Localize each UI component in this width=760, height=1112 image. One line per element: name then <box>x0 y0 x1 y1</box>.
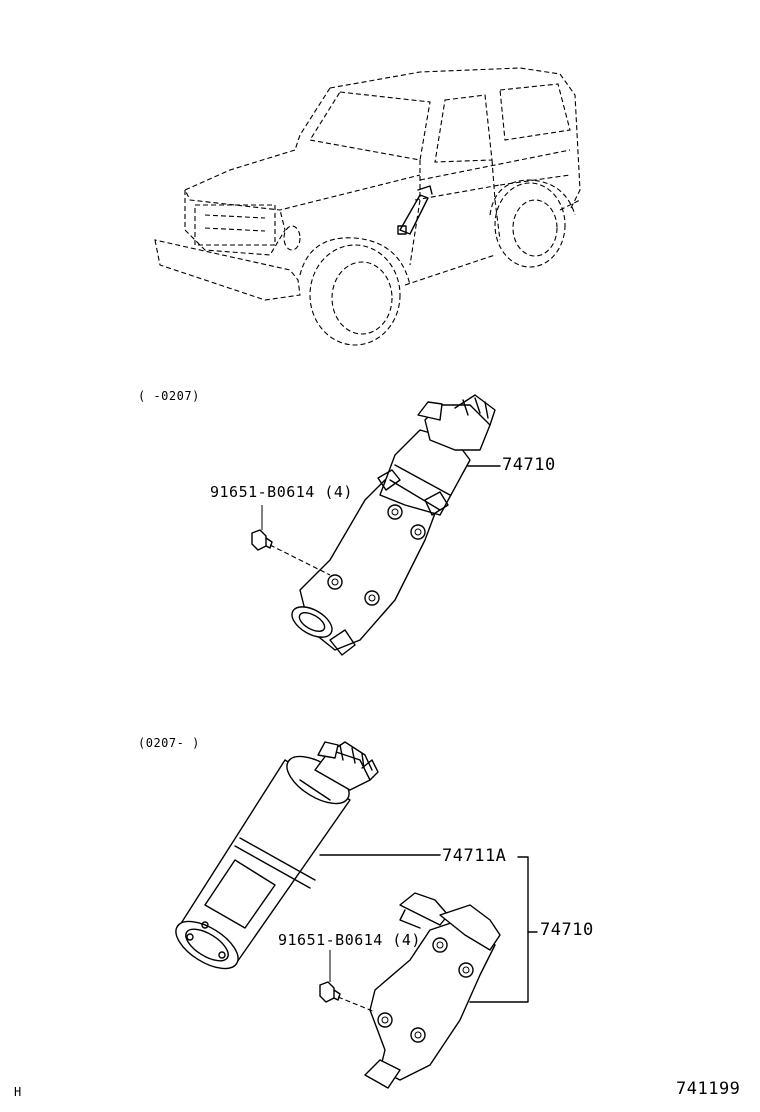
variant2-assembly-part-number: 74710 <box>540 920 594 940</box>
vehicle-illustration <box>154 67 581 346</box>
variant2-bolt-part-number: 91651-B0614 (4) <box>278 931 421 949</box>
variant1-assembly-drawing <box>251 394 501 656</box>
variant1-assembly-part-number: 74710 <box>502 455 556 475</box>
variant2-range-label: (0207- ) <box>138 736 200 750</box>
variant2-bracket-drawing <box>319 892 501 1089</box>
diagram-number: 741199 <box>676 1079 741 1099</box>
footer-left-code: H <box>14 1085 22 1099</box>
variant1-bolt-part-number: 91651-B0614 (4) <box>210 483 353 501</box>
variant2-part-number: 74711A <box>442 846 507 866</box>
variant2-cylinder-drawing <box>175 741 441 970</box>
variant1-range-label: ( -0207) <box>138 389 200 403</box>
assembly-bracket-leader <box>469 856 529 1003</box>
